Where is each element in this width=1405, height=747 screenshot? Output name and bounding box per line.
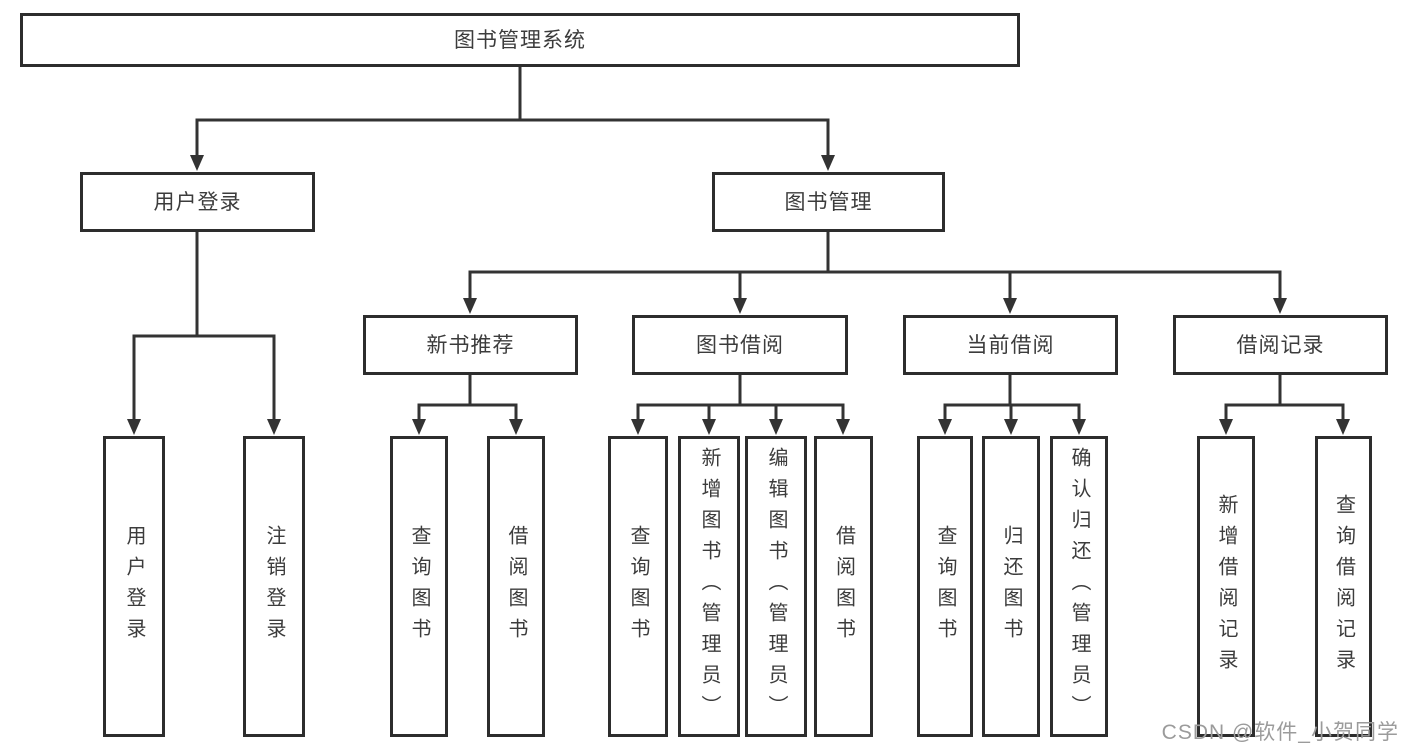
node-root-label: 图书管理系统 <box>454 28 586 52</box>
leaf-logout-label: 注销登录 <box>263 524 285 649</box>
leaf-query-books-recommend: 查询图书 <box>390 436 448 737</box>
leaf-confirm-return-admin: 确认归还（管理员） <box>1050 436 1108 737</box>
leaf-edit-books-admin: 编辑图书（管理员） <box>745 436 807 737</box>
connector-borrow-records-to-leaves <box>1219 372 1350 435</box>
node-book-borrow-label: 图书借阅 <box>696 333 784 357</box>
leaf-confirm-return-admin-label: 确认归还（管理员） <box>1068 447 1090 726</box>
leaf-borrow-books-recommend-label: 借阅图书 <box>505 524 527 649</box>
connector-book-management-to-level3 <box>463 229 1287 314</box>
connector-root-to-level2 <box>190 64 835 171</box>
leaf-add-borrow-record: 新增借阅记录 <box>1197 436 1255 737</box>
watermark-text: CSDN @软件_小贺同学 <box>1161 721 1399 744</box>
leaf-add-books-admin-label: 新增图书（管理员） <box>698 447 720 726</box>
leaf-query-borrow-record-label: 查询借阅记录 <box>1332 493 1355 680</box>
leaf-logout: 注销登录 <box>243 436 305 737</box>
node-book-management-label: 图书管理 <box>784 190 873 214</box>
connector-current-borrow-to-leaves <box>938 372 1086 435</box>
leaf-edit-books-admin-label: 编辑图书（管理员） <box>765 447 787 726</box>
leaf-query-books-current: 查询图书 <box>917 436 973 737</box>
connector-new-book-to-leaves <box>412 372 523 435</box>
node-book-management: 图书管理 <box>712 172 945 232</box>
leaf-borrow-books-borrow: 借阅图书 <box>814 436 873 737</box>
leaf-query-books-current-label: 查询图书 <box>934 524 956 649</box>
leaf-borrow-books-recommend: 借阅图书 <box>487 436 545 737</box>
node-user-login-label: 用户登录 <box>153 190 242 214</box>
leaf-user-login: 用户登录 <box>103 436 165 737</box>
connector-book-borrow-to-leaves <box>631 372 850 435</box>
leaf-borrow-books-borrow-label: 借阅图书 <box>832 524 855 649</box>
leaf-add-borrow-record-label: 新增借阅记录 <box>1215 493 1237 680</box>
leaf-return-books: 归还图书 <box>982 436 1040 737</box>
node-borrow-records-label: 借阅记录 <box>1236 333 1325 357</box>
leaf-user-login-label: 用户登录 <box>123 524 145 649</box>
node-current-borrow: 当前借阅 <box>903 315 1118 375</box>
leaf-query-books-recommend-label: 查询图书 <box>408 524 430 649</box>
node-book-borrow: 图书借阅 <box>632 315 848 375</box>
leaf-query-borrow-record: 查询借阅记录 <box>1315 436 1372 737</box>
connector-user-login-to-leaves <box>127 229 281 435</box>
node-borrow-records: 借阅记录 <box>1173 315 1388 375</box>
node-new-book-recommend-label: 新书推荐 <box>426 333 515 357</box>
leaf-return-books-label: 归还图书 <box>1000 524 1022 649</box>
leaf-add-books-admin: 新增图书（管理员） <box>678 436 740 737</box>
node-current-borrow-label: 当前借阅 <box>966 333 1055 357</box>
node-user-login: 用户登录 <box>80 172 315 232</box>
leaf-query-books-borrow-label: 查询图书 <box>627 524 649 649</box>
node-root: 图书管理系统 <box>20 13 1020 67</box>
leaf-query-books-borrow: 查询图书 <box>608 436 668 737</box>
node-new-book-recommend: 新书推荐 <box>363 315 578 375</box>
